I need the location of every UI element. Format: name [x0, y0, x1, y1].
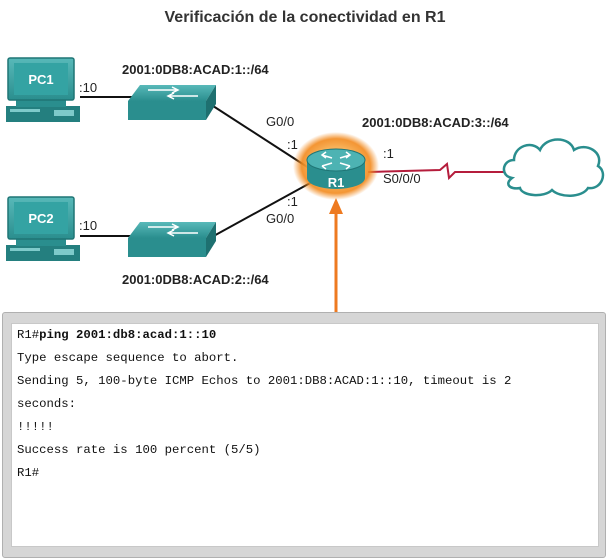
console-line: !!!!!	[17, 420, 54, 434]
r1-g00-upper-host: :1	[287, 137, 298, 152]
console-line: R1#	[17, 466, 40, 480]
link-switch2-r1	[209, 181, 313, 239]
cloud-icon	[502, 138, 605, 197]
console-command: ping 2001:db8:acad:1::10	[39, 328, 217, 342]
console-command-line: R1#ping 2001:db8:acad:1::10	[12, 324, 598, 347]
router-icon	[306, 148, 366, 189]
switch1-icon	[128, 85, 216, 120]
pc1-icon	[6, 57, 80, 122]
lan1-network-label: 2001:0DB8:ACAD:1::/64	[122, 62, 269, 77]
pc2-label: PC2	[28, 211, 53, 226]
pc2-icon	[6, 196, 80, 261]
r1-g00-lower-name: G0/0	[266, 211, 294, 226]
console-panel: R1#ping 2001:db8:acad:1::10 Type escape …	[2, 312, 606, 558]
console-line: seconds:	[17, 397, 77, 411]
wan-network-label: 2001:0DB8:ACAD:3::/64	[362, 115, 509, 130]
r1-serial-name: S0/0/0	[383, 171, 421, 186]
console-line: Success rate is 100 percent (5/5)	[17, 443, 261, 457]
console-prompt: R1#	[17, 328, 40, 342]
callout-arrow-head	[329, 198, 343, 214]
pc1-host-label: :10	[79, 80, 97, 95]
pc1-label: PC1	[28, 72, 53, 87]
console-line: Sending 5, 100-byte ICMP Echos to 2001:D…	[17, 374, 512, 388]
r1-g00-lower-host: :1	[287, 194, 298, 209]
lan2-network-label: 2001:0DB8:ACAD:2::/64	[122, 272, 269, 287]
r1-label: R1	[328, 175, 345, 190]
r1-serial-host: :1	[383, 146, 394, 161]
console-output: R1#ping 2001:db8:acad:1::10 Type escape …	[11, 323, 599, 547]
switch2-icon	[128, 222, 216, 257]
console-line: Type escape sequence to abort.	[17, 351, 239, 365]
serial-link-r1-cloud	[367, 162, 510, 181]
r1-g00-upper-name: G0/0	[266, 114, 294, 129]
diagram-title: Verificación de la conectividad en R1	[165, 9, 446, 26]
pc2-host-label: :10	[79, 218, 97, 233]
